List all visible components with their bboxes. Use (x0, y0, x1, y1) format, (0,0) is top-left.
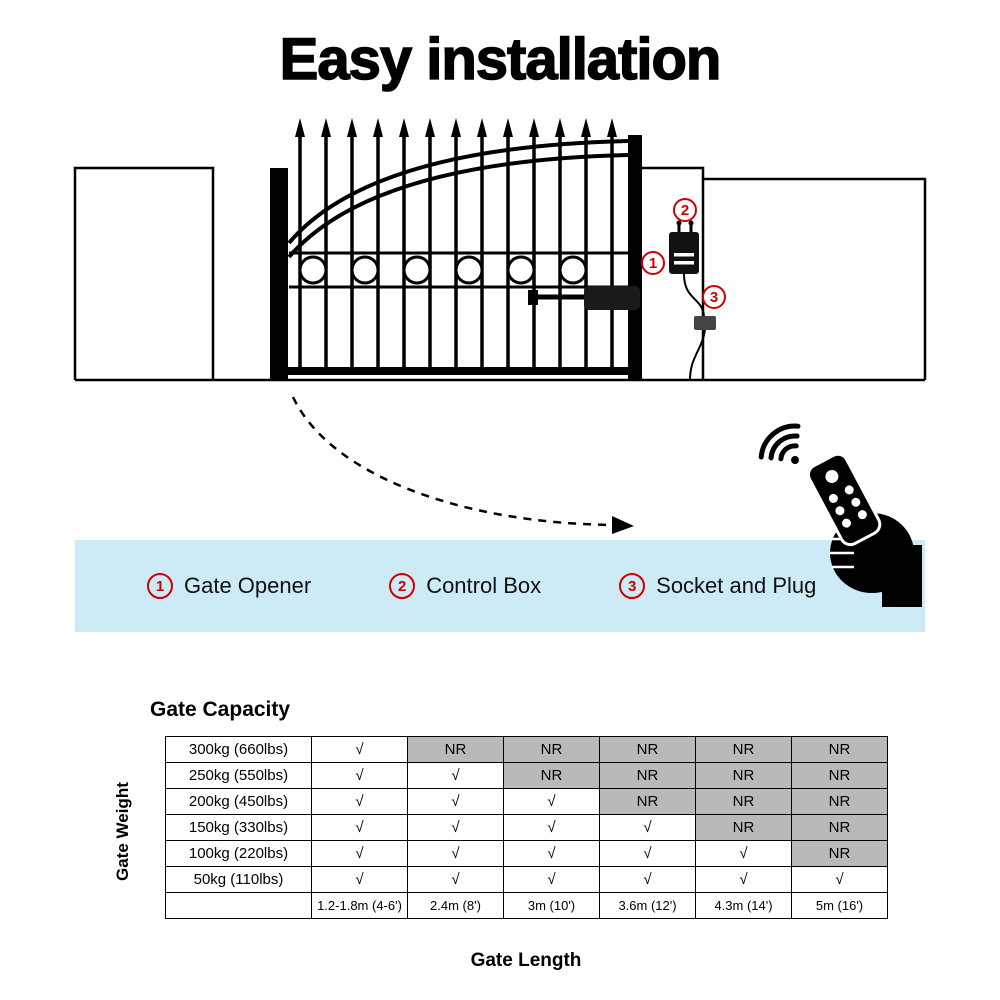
capacity-cell: √ (311, 762, 408, 789)
diagram-marker-2: 2 (673, 198, 697, 222)
capacity-cell: NR (791, 814, 888, 841)
row-label: 200kg (450lbs) (165, 788, 312, 815)
table-footer-row: 1.2-1.8m (4-6') 2.4m (8') 3m (10') 3.6m … (165, 892, 888, 919)
gate-capacity-table: 300kg (660lbs) √ NR NR NR NR NR 250kg (5… (165, 736, 888, 919)
diagram-marker-1: 1 (641, 251, 665, 275)
gate-length-axis-label: Gate Length (470, 950, 582, 971)
capacity-cell: √ (695, 840, 792, 867)
legend-marker-1: 1 (147, 573, 173, 599)
gate-bars (298, 135, 614, 373)
svg-text:1: 1 (649, 255, 657, 272)
capacity-cell: NR (695, 762, 792, 789)
capacity-cell: NR (503, 762, 600, 789)
gate-installation-diagram: 1 2 3 (73, 118, 927, 607)
table-row: 250kg (550lbs) √ √ NR NR NR NR (165, 762, 888, 789)
right-gate-post (628, 135, 642, 380)
capacity-cell: √ (311, 814, 408, 841)
capacity-cell: √ (311, 788, 408, 815)
socket-and-plug (689, 316, 716, 381)
legend-item-control-box: 2 Control Box (389, 573, 541, 599)
capacity-heading: Gate Capacity (150, 698, 291, 721)
column-label: 3.6m (12') (599, 892, 696, 919)
capacity-cell: NR (599, 736, 696, 763)
legend-band: 1 Gate Opener 2 Control Box 3 Socket and… (75, 540, 925, 632)
row-label: 250kg (550lbs) (165, 762, 312, 789)
capacity-cell: √ (599, 866, 696, 893)
capacity-cell: √ (791, 866, 888, 893)
capacity-cell: NR (695, 814, 792, 841)
row-label: 100kg (220lbs) (165, 840, 312, 867)
page-title: Easy installation (279, 26, 722, 93)
capacity-cell: √ (503, 840, 600, 867)
capacity-cell: NR (407, 736, 504, 763)
table-row: 100kg (220lbs) √ √ √ √ √ NR (165, 840, 888, 867)
column-label: 1.2-1.8m (4-6') (311, 892, 408, 919)
column-label: 4.3m (14') (695, 892, 792, 919)
row-label: 150kg (330lbs) (165, 814, 312, 841)
row-label: 300kg (660lbs) (165, 736, 312, 763)
gate-opener-actuator (528, 286, 640, 310)
capacity-cell: √ (311, 866, 408, 893)
capacity-cell: √ (407, 788, 504, 815)
table-row: 50kg (110lbs) √ √ √ √ √ √ (165, 866, 888, 893)
capacity-cell: √ (407, 762, 504, 789)
column-label: 3m (10') (503, 892, 600, 919)
capacity-cell: √ (599, 840, 696, 867)
wifi-signal-icon (758, 423, 801, 464)
dashed-arrow (291, 396, 634, 534)
capacity-cell: √ (407, 866, 504, 893)
row-label-empty (165, 892, 312, 919)
remote-control-icon (806, 452, 882, 547)
svg-text:2: 2 (681, 202, 689, 219)
column-label: 2.4m (8') (407, 892, 504, 919)
control-box (669, 220, 705, 317)
capacity-cell: √ (311, 736, 408, 763)
capacity-cell: NR (599, 788, 696, 815)
legend-item-gate-opener: 1 Gate Opener (147, 573, 311, 599)
capacity-cell: √ (407, 814, 504, 841)
capacity-cell: NR (791, 840, 888, 867)
capacity-cell: √ (503, 814, 600, 841)
capacity-cell: √ (407, 840, 504, 867)
capacity-cell: NR (791, 788, 888, 815)
capacity-cell: NR (791, 762, 888, 789)
capacity-cell: NR (695, 788, 792, 815)
gate-bottom-rail (288, 367, 628, 375)
capacity-cell: √ (599, 814, 696, 841)
row-label: 50kg (110lbs) (165, 866, 312, 893)
table-row: 300kg (660lbs) √ NR NR NR NR NR (165, 736, 888, 763)
svg-text:3: 3 (710, 289, 718, 306)
capacity-cell: √ (311, 840, 408, 867)
column-label: 5m (16') (791, 892, 888, 919)
capacity-cell: NR (695, 736, 792, 763)
capacity-cell: NR (599, 762, 696, 789)
capacity-cell: NR (791, 736, 888, 763)
capacity-cell: NR (503, 736, 600, 763)
capacity-cell: √ (503, 788, 600, 815)
legend-item-socket-plug: 3 Socket and Plug (619, 573, 816, 599)
table-row: 200kg (450lbs) √ √ √ NR NR NR (165, 788, 888, 815)
right-wall (641, 166, 927, 380)
gate-spike-finials (295, 118, 617, 137)
gate-rings (298, 255, 588, 285)
gate-weight-axis-label: Gate Weight (113, 782, 132, 882)
gate-ring-band (289, 251, 628, 289)
gate-arch (287, 139, 629, 259)
capacity-cell: √ (695, 866, 792, 893)
legend-label-gate-opener: Gate Opener (184, 573, 312, 598)
capacity-cell: √ (503, 866, 600, 893)
diagram-marker-3: 3 (702, 285, 726, 309)
left-wall (73, 166, 215, 380)
legend-label-control-box: Control Box (426, 573, 542, 598)
legend-label-socket-plug: Socket and Plug (656, 573, 817, 598)
legend-marker-2: 2 (389, 573, 416, 599)
legend-marker-3: 3 (619, 573, 646, 599)
table-row: 150kg (330lbs) √ √ √ √ NR NR (165, 814, 888, 841)
left-gate-post (270, 168, 288, 380)
